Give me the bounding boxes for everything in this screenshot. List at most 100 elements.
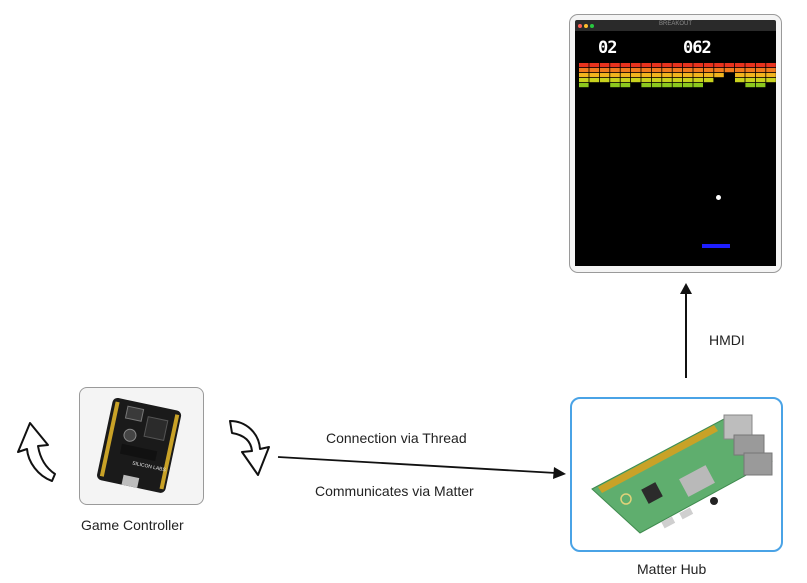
brick [579, 78, 589, 83]
brick [620, 83, 631, 88]
brick [651, 83, 662, 88]
brick [579, 68, 589, 73]
brick [714, 68, 724, 73]
window-minimize-dot [584, 24, 588, 28]
brick [693, 73, 703, 78]
brick [724, 68, 735, 73]
brick [651, 78, 662, 83]
brick [641, 78, 651, 83]
brick [610, 68, 620, 73]
game-paddle [702, 244, 730, 248]
brick [703, 78, 714, 83]
brick [631, 78, 641, 83]
monitor-window-title: BREAKOUT [658, 21, 692, 27]
brick [683, 68, 693, 73]
brick [631, 68, 641, 73]
brick [735, 73, 745, 78]
brick [579, 63, 589, 68]
score-right: 062 [683, 38, 712, 58]
brick [620, 68, 631, 73]
brick [693, 83, 703, 88]
brick [589, 78, 599, 83]
monitor-title-bar [575, 20, 776, 31]
brick [599, 63, 610, 68]
brick [745, 83, 755, 88]
brick [755, 78, 766, 83]
brick [610, 78, 620, 83]
brick [672, 78, 683, 83]
hdmi-arrow [680, 283, 692, 378]
brick [599, 73, 610, 78]
brick [589, 73, 599, 78]
brick [662, 78, 672, 83]
brick [703, 68, 714, 73]
brick [610, 73, 620, 78]
brick [755, 73, 766, 78]
brick [755, 68, 766, 73]
brick [693, 78, 703, 83]
rotate-left-arrow-icon [17, 422, 56, 482]
brick [620, 63, 631, 68]
brick [766, 78, 776, 83]
brick [672, 83, 683, 88]
brick [714, 63, 724, 68]
hdmi-label: HMDI [709, 332, 745, 348]
brick [703, 63, 714, 68]
brick [766, 68, 776, 73]
connection-label: Connection via Thread [326, 430, 467, 446]
brick [693, 68, 703, 73]
brick [755, 63, 766, 68]
brick [766, 63, 776, 68]
window-close-dot [578, 24, 582, 28]
window-zoom-dot [590, 24, 594, 28]
raspberry-pi-image [591, 414, 773, 534]
brick [579, 83, 589, 88]
brick [651, 63, 662, 68]
brick [662, 83, 672, 88]
game-ball [716, 195, 721, 200]
brick [683, 73, 693, 78]
brick [641, 68, 651, 73]
brick [662, 63, 672, 68]
brick [683, 63, 693, 68]
brick [672, 68, 683, 73]
brick [579, 73, 589, 78]
brick [610, 63, 620, 68]
brick [745, 68, 755, 73]
brick [599, 68, 610, 73]
brick [693, 63, 703, 68]
brick [672, 73, 683, 78]
brick [745, 78, 755, 83]
brick [610, 83, 620, 88]
brick [631, 63, 641, 68]
brick [755, 83, 766, 88]
brick [662, 68, 672, 73]
game-controller-label: Game Controller [81, 517, 184, 533]
matter-hub-label: Matter Hub [637, 561, 707, 577]
brick [745, 63, 755, 68]
brick [714, 73, 724, 78]
brick [735, 63, 745, 68]
communicates-label: Communicates via Matter [315, 483, 474, 499]
brick [766, 73, 776, 78]
brick [641, 83, 651, 88]
score-left: 02 [598, 38, 618, 58]
brick [651, 73, 662, 78]
brick [641, 63, 651, 68]
brick [662, 73, 672, 78]
brick [599, 78, 610, 83]
brick [620, 73, 631, 78]
brick [683, 83, 693, 88]
brick [703, 73, 714, 78]
brick [683, 78, 693, 83]
brick [735, 78, 745, 83]
brick [589, 63, 599, 68]
brick [672, 63, 683, 68]
brick [631, 73, 641, 78]
brick [620, 78, 631, 83]
connection-arrow [277, 456, 566, 479]
brick [724, 63, 735, 68]
brick [589, 68, 599, 73]
brick [651, 68, 662, 73]
